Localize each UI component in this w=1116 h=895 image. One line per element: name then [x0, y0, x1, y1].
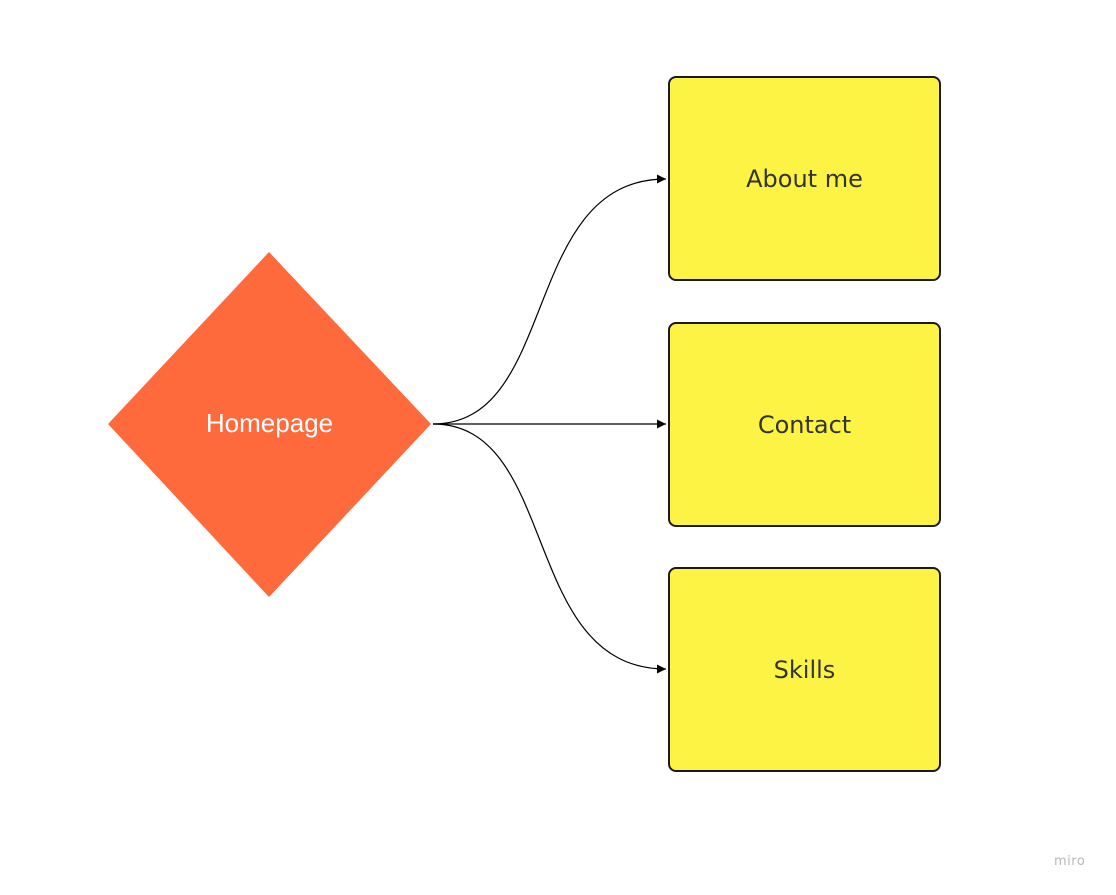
edge-homepage-to-skills [432, 423, 667, 674]
homepage-diamond[interactable] [108, 252, 431, 597]
miro-watermark: miro [1054, 854, 1086, 869]
about-me-label: About me [746, 164, 863, 193]
skills-label: Skills [773, 655, 836, 684]
contact-node[interactable]: Contact [668, 322, 941, 527]
about-me-node[interactable]: About me [668, 76, 941, 281]
edge-homepage-to-about-me [432, 174, 667, 425]
skills-node[interactable]: Skills [668, 567, 941, 772]
homepage-label: Homepage [205, 408, 334, 438]
contact-label: Contact [757, 410, 852, 439]
